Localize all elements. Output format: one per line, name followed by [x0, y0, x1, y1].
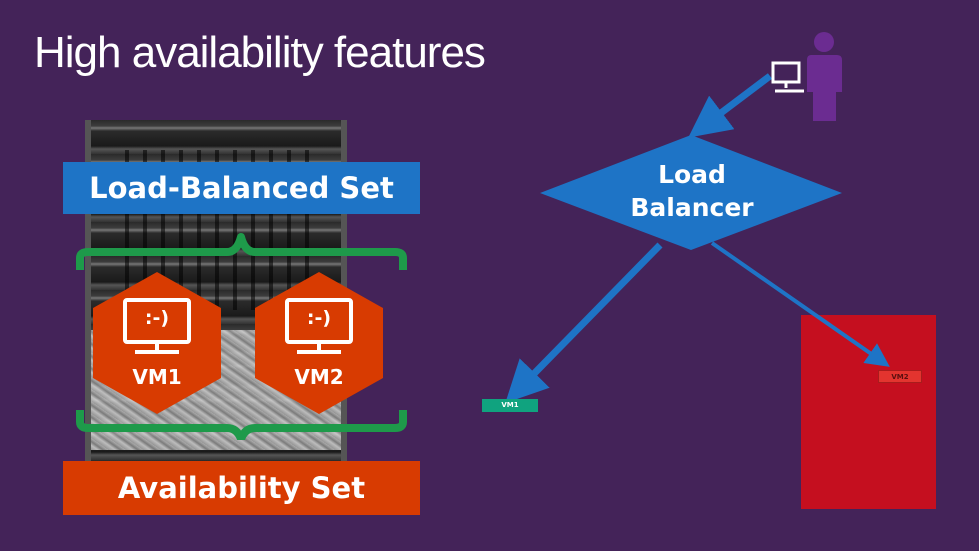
load-balancer-line2: Balancer: [612, 191, 772, 224]
load-balancer-line1: Load: [612, 158, 772, 191]
lb-to-vm1-arrow: [520, 245, 660, 388]
vm2-tag: VM2: [878, 370, 922, 383]
vm1-tag: VM1: [482, 399, 538, 412]
user-with-computer-icon: [773, 32, 842, 121]
user-to-lb-arrow: [705, 76, 770, 125]
load-balancer-label: Load Balancer: [612, 158, 772, 224]
lb-to-vm2-arrow: [712, 243, 880, 360]
